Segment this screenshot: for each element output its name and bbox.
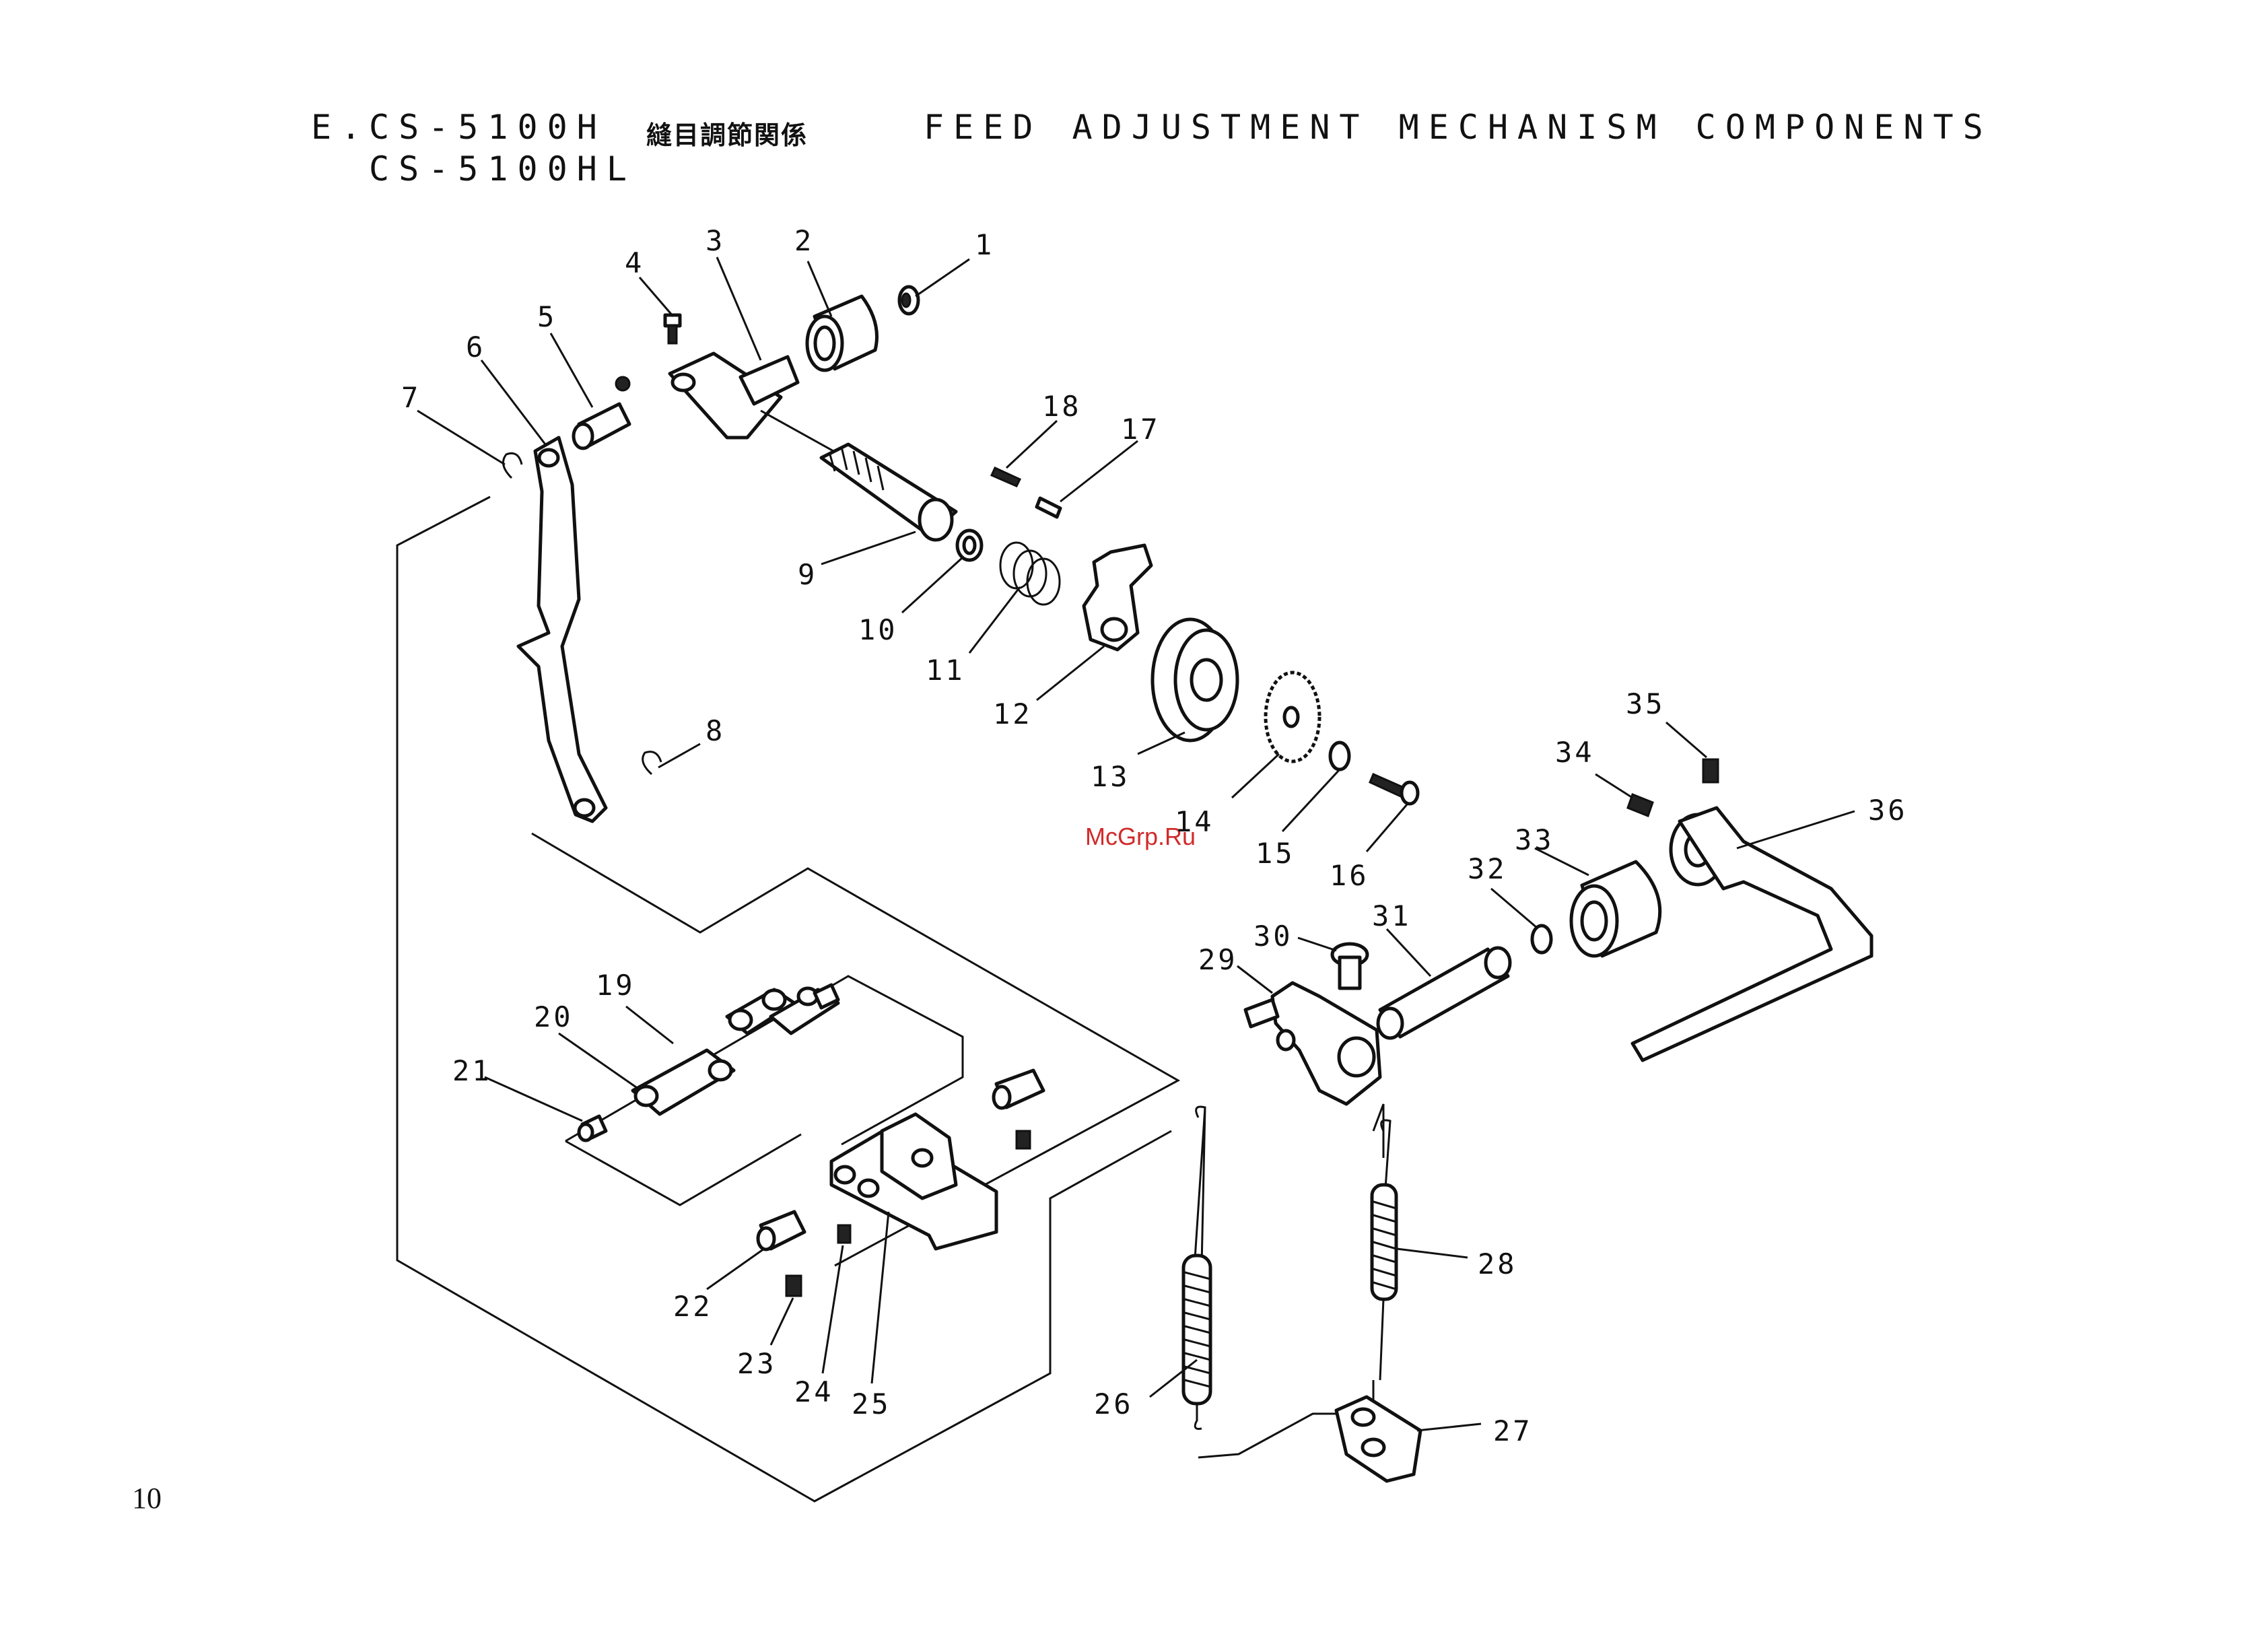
callout-8: 8 [706, 714, 725, 747]
callout-25: 25 [852, 1387, 891, 1420]
callout-13: 13 [1091, 760, 1130, 793]
part-14-scale-disc [1266, 673, 1319, 761]
part-13-dial [1153, 619, 1237, 741]
callout-17: 17 [1121, 413, 1161, 446]
part-17-pin [1037, 498, 1060, 517]
callout-29: 29 [1198, 943, 1238, 976]
callout-5: 5 [537, 300, 557, 333]
callout-1: 1 [975, 228, 994, 261]
callout-35: 35 [1626, 687, 1665, 720]
callout-20: 20 [534, 1000, 574, 1033]
callout-4: 4 [625, 246, 644, 279]
part-1-screw [899, 287, 918, 314]
callout-30: 30 [1253, 920, 1293, 953]
part-7-e-ring [504, 453, 522, 478]
part-32-washer [1532, 926, 1551, 953]
callout-32: 32 [1468, 852, 1507, 885]
callout-22: 22 [673, 1290, 713, 1323]
callout-9: 9 [798, 558, 817, 591]
callout-26: 26 [1094, 1387, 1134, 1420]
callout-31: 31 [1372, 899, 1412, 932]
part-6-link [518, 438, 606, 821]
callout-18: 18 [1042, 390, 1082, 423]
part-24-set-screw [838, 1225, 850, 1243]
callout-10: 10 [858, 613, 898, 646]
part-28-spring [1372, 1120, 1396, 1380]
part-27-bracket [1336, 1397, 1420, 1481]
part-33-bushing [1571, 862, 1660, 956]
part-11-spring [1000, 543, 1060, 605]
part-36-knee-lever [1633, 808, 1871, 1060]
callout-12: 12 [993, 697, 1033, 730]
part-2-bushing [807, 296, 877, 370]
part-15-washer [1330, 743, 1349, 769]
part-35-set-screw [1703, 759, 1718, 782]
callout-2: 2 [794, 224, 814, 257]
part-18-spring [992, 468, 1020, 486]
part-10-washer [957, 530, 982, 560]
callout-23: 23 [737, 1347, 777, 1380]
callout-21: 21 [452, 1054, 492, 1087]
callout-28: 28 [1478, 1247, 1517, 1280]
callout-14: 14 [1175, 805, 1214, 838]
part-25-crank-block [831, 1114, 996, 1249]
callout-3: 3 [706, 224, 725, 257]
part-8-e-ring [643, 752, 661, 774]
callout-36: 36 [1868, 794, 1908, 827]
callout-19: 19 [596, 969, 635, 1002]
part-20-link-plate [633, 1050, 734, 1114]
part-9-threaded-shaft [821, 444, 956, 540]
callout-6: 6 [466, 331, 485, 364]
callout-15: 15 [1256, 837, 1295, 870]
part-16-screw [1370, 774, 1418, 804]
callout-16: 16 [1330, 859, 1369, 892]
part-26-spring [1183, 1107, 1210, 1429]
part-30-screw [1332, 944, 1367, 988]
part-4-screw [665, 315, 680, 343]
callout-27: 27 [1493, 1414, 1533, 1447]
callout-34: 34 [1555, 736, 1595, 769]
part-29-crank [1245, 983, 1380, 1104]
callout-11: 11 [926, 654, 965, 687]
callout-33: 33 [1515, 823, 1554, 856]
callout-24: 24 [794, 1375, 834, 1408]
callout-7: 7 [401, 381, 421, 414]
part-31-shaft [1378, 948, 1510, 1038]
part-12-bracket [1084, 545, 1151, 650]
